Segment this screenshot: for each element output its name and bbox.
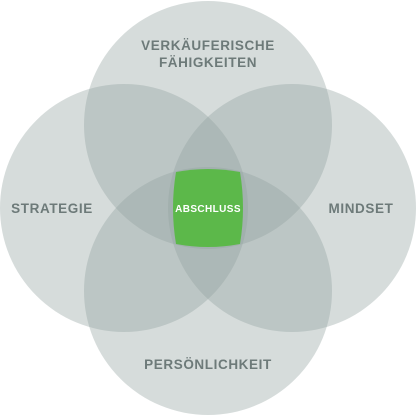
label-verkaeuferische: VERKÄUFERISCHE (141, 38, 275, 53)
label-abschluss: ABSCHLUSS (175, 204, 241, 215)
label-mindset: MINDSET (329, 201, 394, 216)
label-faehigkeiten: FÄHIGKEITEN (159, 55, 257, 70)
center-abschluss-shape (173, 169, 243, 247)
circle-strategie (0, 84, 248, 332)
circle-verkaeuferische-faehigkeiten (84, 1, 332, 249)
label-strategie: STRATEGIE (11, 201, 93, 216)
circle-persoenlichkeit (84, 167, 332, 415)
label-persoenlichkeit: PERSÖNLICHKEIT (144, 357, 272, 372)
circle-mindset (168, 84, 416, 332)
